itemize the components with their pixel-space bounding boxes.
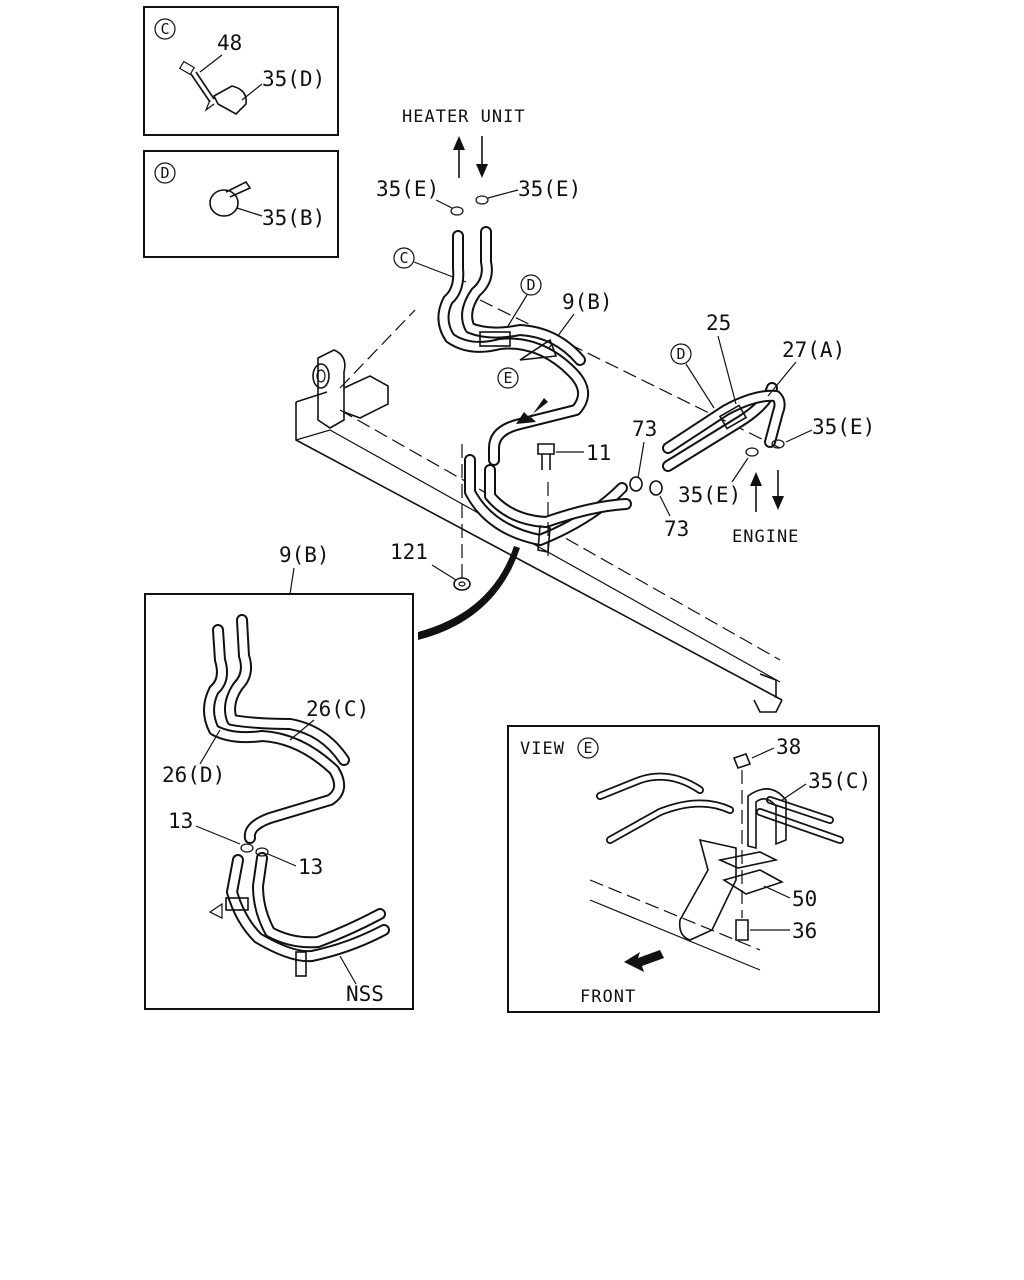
view-letter: E <box>583 739 592 757</box>
engine-hose-25-27a <box>662 382 786 472</box>
view-direction-arrow-icon <box>516 398 548 424</box>
part-50-label: 50 <box>792 887 817 911</box>
nss-label: NSS <box>346 982 384 1006</box>
clamp-35e-left-label: 35(E) <box>376 177 439 201</box>
hose-9b-assembly <box>437 226 632 553</box>
clamp-35e-engine-right-label: 35(E) <box>812 415 875 439</box>
view-e-panel: VIEW E <box>507 725 880 1013</box>
part-36-label: 36 <box>792 919 817 943</box>
view-e-arrow-letter: E <box>503 369 512 387</box>
part-73-upper-label: 73 <box>632 417 657 441</box>
detail-d-part-35b: 35(B) <box>262 206 325 230</box>
up-arrow-icon <box>453 136 465 178</box>
part-27a-label: 27(A) <box>782 338 845 362</box>
up-arrow-icon <box>750 472 762 512</box>
part-13-left-label: 13 <box>168 809 193 833</box>
bolt-11-icon <box>537 443 555 470</box>
callout-d-right: D <box>676 345 685 363</box>
down-arrow-icon <box>772 470 784 510</box>
detail-c-panel: C 48 35(D) <box>143 6 339 136</box>
front-arrow-icon <box>624 950 664 972</box>
nut-icon <box>453 577 471 591</box>
part-73-lower-label: 73 <box>664 517 689 541</box>
part-26d-label: 26(D) <box>162 763 225 787</box>
clip-35d-icon <box>204 85 248 115</box>
bolt-11-label: 11 <box>586 441 611 465</box>
inset-leader <box>418 546 520 640</box>
detail-d-panel: D 35(B) <box>143 150 339 258</box>
detail-c-part-35d: 35(D) <box>262 67 325 91</box>
front-label: FRONT <box>580 987 636 1007</box>
part-26c-label: 26(C) <box>306 697 369 721</box>
view-label: VIEW <box>520 739 565 759</box>
heater-unit-label: HEATER UNIT <box>402 107 526 127</box>
clamp-35e-right-label: 35(E) <box>518 177 581 201</box>
down-arrow-icon <box>476 136 488 178</box>
nut-121-label: 121 <box>390 540 428 564</box>
callout-c: C <box>399 249 408 267</box>
inset-9b-panel <box>144 593 414 1010</box>
part-25-label: 25 <box>706 311 731 335</box>
detail-c-part-48: 48 <box>217 31 242 55</box>
clamp-35e-engine-left-label: 35(E) <box>678 483 741 507</box>
detail-c-letter: C <box>160 20 169 38</box>
band-clamp-35b-icon <box>209 180 252 217</box>
hose-9b-label: 9(B) <box>562 290 613 314</box>
callout-d-upper: D <box>526 276 535 294</box>
detail-d-letter: D <box>160 164 169 182</box>
inset-9b-label: 9(B) <box>279 543 330 567</box>
part-13-right-label: 13 <box>298 855 323 879</box>
hose-clamp-icon <box>450 195 489 216</box>
bolt-icon <box>178 60 215 103</box>
part-38-label: 38 <box>776 735 801 759</box>
part-35c-label: 35(C) <box>808 769 871 793</box>
engine-label: ENGINE <box>732 527 799 547</box>
